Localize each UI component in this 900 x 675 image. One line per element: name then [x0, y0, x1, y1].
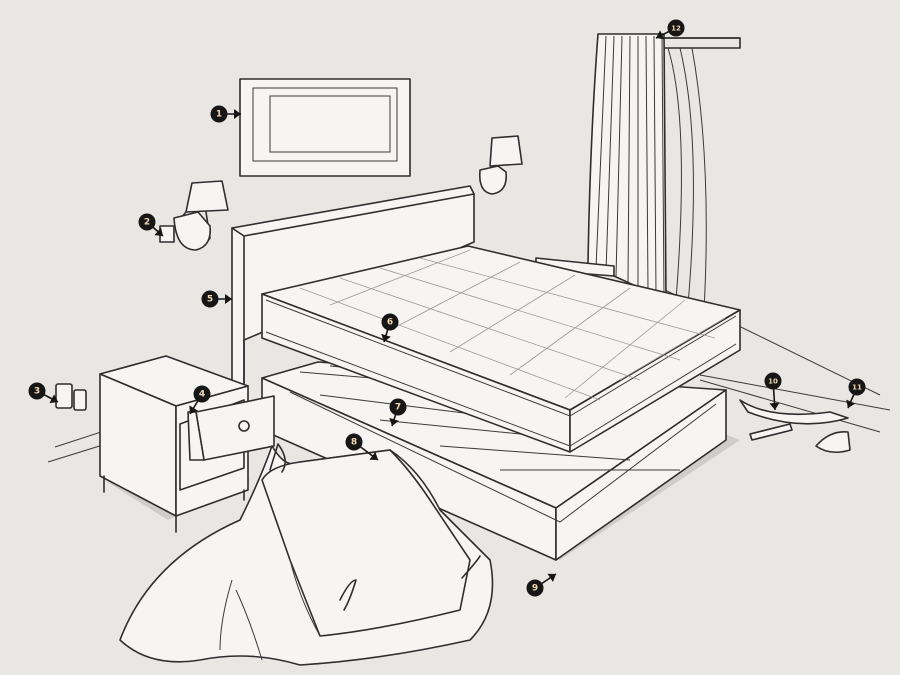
callout-2: 2 [138, 213, 164, 237]
callout-arrowhead-2 [154, 227, 163, 236]
wall-lamp-right [478, 135, 523, 195]
headboard-icon [201, 290, 219, 308]
power-outlet-icon [28, 382, 46, 400]
drawer-icon [193, 385, 211, 403]
callout-6: 6 [381, 313, 399, 343]
curtain [587, 33, 741, 311]
callout-arrowhead-5 [225, 294, 232, 304]
callout-number: 3 [34, 387, 40, 397]
callout-number: 1 [216, 110, 222, 120]
callout-5: 5 [201, 290, 232, 308]
callout-number: 8 [351, 438, 357, 448]
picture-frame-icon [210, 105, 228, 123]
callout-10: 10 [764, 372, 782, 411]
callout-arrowhead-11 [846, 399, 856, 408]
nightstand [99, 355, 275, 533]
callout-9: 9 [526, 573, 557, 597]
callout-arrowhead-3 [49, 394, 58, 404]
baseboard-icon [848, 378, 866, 396]
callout-number: 7 [395, 403, 401, 413]
callout-number: 12 [671, 25, 681, 33]
callout-12: 12 [655, 19, 685, 40]
callout-3: 3 [28, 382, 59, 404]
callout-arrowhead-6 [381, 333, 391, 342]
callout-11: 11 [846, 378, 866, 409]
mattress-seam-icon [381, 313, 399, 331]
callout-number: 2 [144, 218, 150, 228]
carpet-edge-icon [764, 372, 782, 390]
picture-frame [239, 78, 411, 177]
callout-arrowhead-8 [369, 451, 378, 460]
callout-7: 7 [389, 398, 407, 427]
wall-lamp-left [159, 180, 229, 251]
callout-arrowhead-1 [234, 109, 241, 119]
mattress-quilting [299, 249, 726, 401]
curtain-rod-icon [667, 19, 685, 37]
mattress [261, 245, 741, 453]
carpet-edge [739, 399, 851, 454]
callout-1: 1 [210, 105, 241, 123]
callout-number: 9 [532, 584, 538, 594]
box-spring-icon [389, 398, 407, 416]
callout-arrowhead-7 [389, 417, 399, 426]
callout-number: 11 [852, 384, 862, 392]
mattress-corner-icon [345, 433, 363, 451]
callout-4: 4 [189, 385, 211, 415]
power-outlet [55, 383, 87, 411]
wall-outlet-icon [138, 213, 156, 231]
callout-arrowhead-9 [547, 573, 556, 583]
callout-number: 6 [387, 318, 393, 328]
callout-arrowhead-4 [189, 405, 198, 414]
callout-number: 4 [199, 390, 205, 400]
bed-caster-icon [526, 579, 544, 597]
callout-arrowhead-12 [656, 30, 665, 40]
callout-number: 10 [768, 378, 778, 386]
folded-mattress-cover [119, 443, 494, 666]
callout-arrowhead-10 [769, 402, 780, 410]
callout-8: 8 [345, 433, 379, 461]
callout-number: 5 [207, 295, 213, 305]
